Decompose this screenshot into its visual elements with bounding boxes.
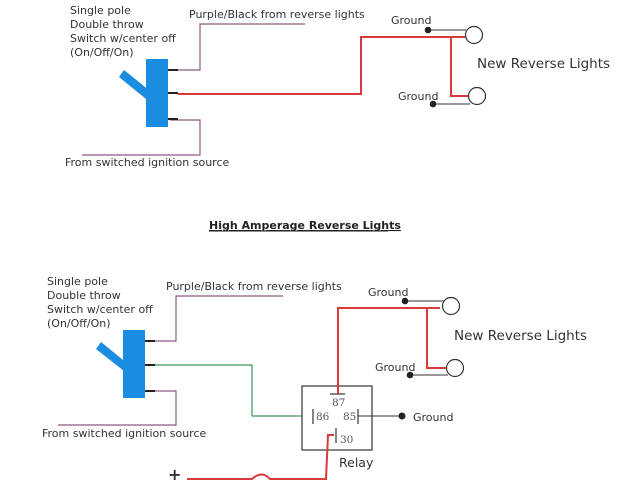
top-switch-lever-icon [119, 70, 150, 99]
bottom-switch-body-icon [123, 330, 145, 398]
top-reverse-wire-label: Purple/Black from reverse lights [189, 8, 365, 21]
bottom-ignition-wire [58, 390, 177, 426]
bottom-ignition-label: From switched ignition source [42, 427, 207, 440]
top-red-wire-branch [450, 37, 468, 97]
relay-label: Relay [339, 455, 374, 470]
top-reverse-light-2-icon [467, 86, 487, 106]
bottom-power-wire [187, 434, 334, 480]
top-purple-wire [170, 23, 305, 71]
power-plus-symbol: + [168, 465, 181, 480]
bottom-switch-lever-icon [96, 342, 128, 371]
top-diagram: Single pole Double throw Switch w/center… [65, 4, 610, 169]
top-switch-desc-line-4: (On/Off/On) [70, 46, 134, 59]
top-switch-body-icon [146, 59, 168, 127]
top-ignition-wire [82, 119, 201, 156]
bottom-diagram: Single pole Double throw Switch w/center… [42, 275, 587, 480]
relay-pin-30-label: 30 [340, 434, 353, 446]
bottom-red-wire-branch [426, 308, 446, 369]
bottom-reverse-wire-label: Purple/Black from reverse lights [166, 280, 342, 293]
relay-ground-label: Ground [413, 411, 453, 424]
bottom-ground-dot-1-icon [401, 297, 409, 305]
relay-pin-86-label: 86 [316, 411, 330, 423]
bottom-ground-dot-2-icon [406, 371, 414, 379]
top-ignition-label: From switched ignition source [65, 156, 230, 169]
bottom-reverse-light-2-icon [445, 358, 465, 378]
bottom-reverse-light-1-icon [441, 296, 461, 316]
top-ground-dot-1-icon [424, 26, 432, 34]
bottom-green-trigger-wire [155, 364, 313, 417]
bottom-switch-desc-line-3: Switch w/center off [47, 303, 153, 316]
top-switch-desc-line-1: Single pole [70, 4, 131, 17]
relay-ground-dot-icon [398, 412, 406, 420]
bottom-red-wire-87 [337, 307, 440, 394]
top-ground-dot-2-icon [429, 100, 437, 108]
bottom-switch-desc-line-1: Single pole [47, 275, 108, 288]
bottom-switch-desc-line-4: (On/Off/On) [47, 317, 111, 330]
bottom-ground-label-1: Ground [368, 286, 408, 299]
top-ground-label-1: Ground [391, 14, 431, 27]
bottom-purple-wire [155, 295, 283, 342]
bottom-switch-desc-line-2: Double throw [47, 289, 121, 302]
top-reverse-light-1-icon [464, 25, 484, 45]
relay-box [301, 385, 373, 451]
bottom-lights-label: New Reverse Lights [454, 328, 587, 344]
section-title: High Amperage Reverse Lights [209, 219, 401, 232]
bottom-ground-label-2: Ground [375, 361, 415, 374]
relay-pin-85-label: 85 [343, 411, 356, 423]
top-switch-desc-line-3: Switch w/center off [70, 32, 176, 45]
top-red-wire [178, 36, 465, 95]
top-lights-label: New Reverse Lights [477, 56, 610, 72]
relay-pin-87-label: 87 [332, 397, 345, 409]
top-switch-desc-line-2: Double throw [70, 18, 144, 31]
top-ground-label-2: Ground [398, 90, 438, 103]
